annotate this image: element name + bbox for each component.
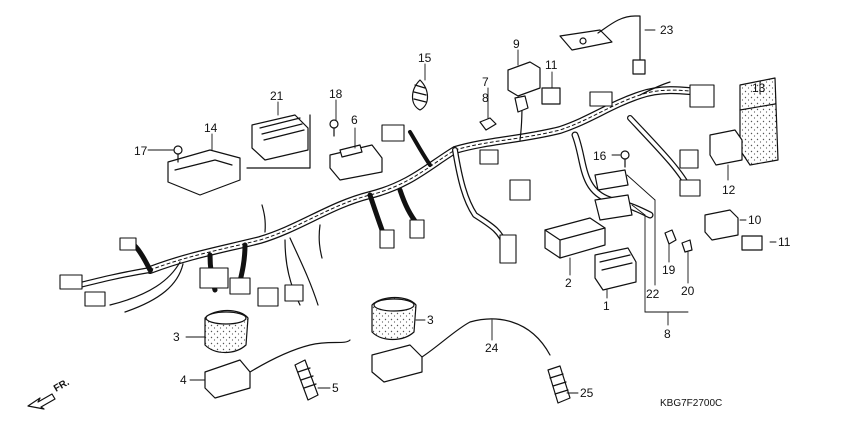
part-10-relay	[704, 209, 739, 241]
callout-5: 5	[332, 381, 339, 395]
callout-17: 17	[134, 144, 148, 158]
callout-11-right: 11	[778, 235, 791, 249]
part-25-spark-plug-cap	[547, 365, 571, 404]
callout-4: 4	[180, 373, 187, 387]
callout-10: 10	[748, 213, 762, 227]
front-direction-label: FR.	[52, 377, 72, 395]
part-20-connector	[681, 239, 693, 253]
part-12-relay	[709, 129, 743, 166]
callout-3-left: 3	[173, 330, 180, 344]
callout-24: 24	[485, 341, 499, 355]
callout-1: 1	[603, 299, 610, 313]
callout-22: 22	[646, 287, 660, 301]
callout-13: 13	[752, 81, 766, 95]
callout-12: 12	[722, 183, 736, 197]
part-21-regulator-rectifier	[246, 114, 311, 169]
part-4-ignition-coil-right	[371, 318, 551, 383]
callout-21: 21	[270, 89, 284, 103]
callout-2: 2	[565, 276, 572, 290]
callout-numbers: 23 9 11 15 7 8 13 21 18 6 14 17 16 12 10…	[134, 23, 791, 400]
part-16-bolt	[620, 150, 630, 168]
part-19-connector	[664, 229, 677, 245]
part-1-connector	[594, 247, 637, 291]
callout-14: 14	[204, 121, 218, 135]
callout-23: 23	[660, 23, 674, 37]
callout-19: 19	[662, 263, 676, 277]
part-15-coiled-lead	[411, 79, 429, 111]
part-5-spark-plug-cap	[294, 359, 319, 401]
callout-9: 9	[513, 37, 520, 51]
callout-8-top: 8	[482, 91, 489, 105]
callout-11-top: 11	[545, 58, 558, 72]
part-2-fuse-box	[544, 217, 606, 259]
part-7-small-connector	[479, 117, 497, 131]
part-3-plug-cap-right	[371, 296, 417, 341]
front-direction-arrow-icon	[27, 393, 56, 410]
callout-8-bottom: 8	[664, 327, 671, 341]
callout-16: 16	[593, 149, 607, 163]
part-23-connector-bracket	[559, 15, 646, 75]
callout-leader-lines	[147, 29, 777, 394]
part-4-ignition-coil-left	[204, 339, 351, 399]
callout-3-right: 3	[427, 313, 434, 327]
part-22-connector-covers	[594, 169, 633, 221]
part-11-relay-top	[541, 87, 561, 105]
callout-6: 6	[351, 113, 358, 127]
diagram-code: KBG7F2700C	[660, 398, 722, 409]
part-14-bracket	[167, 149, 241, 196]
part-18-bolt	[329, 119, 339, 137]
callout-15: 15	[418, 51, 432, 65]
callout-7: 7	[482, 75, 489, 89]
part-3-plug-cap-left	[204, 309, 249, 354]
callout-20: 20	[681, 284, 695, 298]
callout-25: 25	[580, 386, 594, 400]
harness-connectors	[59, 84, 715, 307]
callout-18: 18	[329, 87, 343, 101]
part-11-relay-right	[741, 235, 763, 251]
part-9-relay	[507, 61, 541, 113]
part-6-unit	[329, 144, 383, 181]
